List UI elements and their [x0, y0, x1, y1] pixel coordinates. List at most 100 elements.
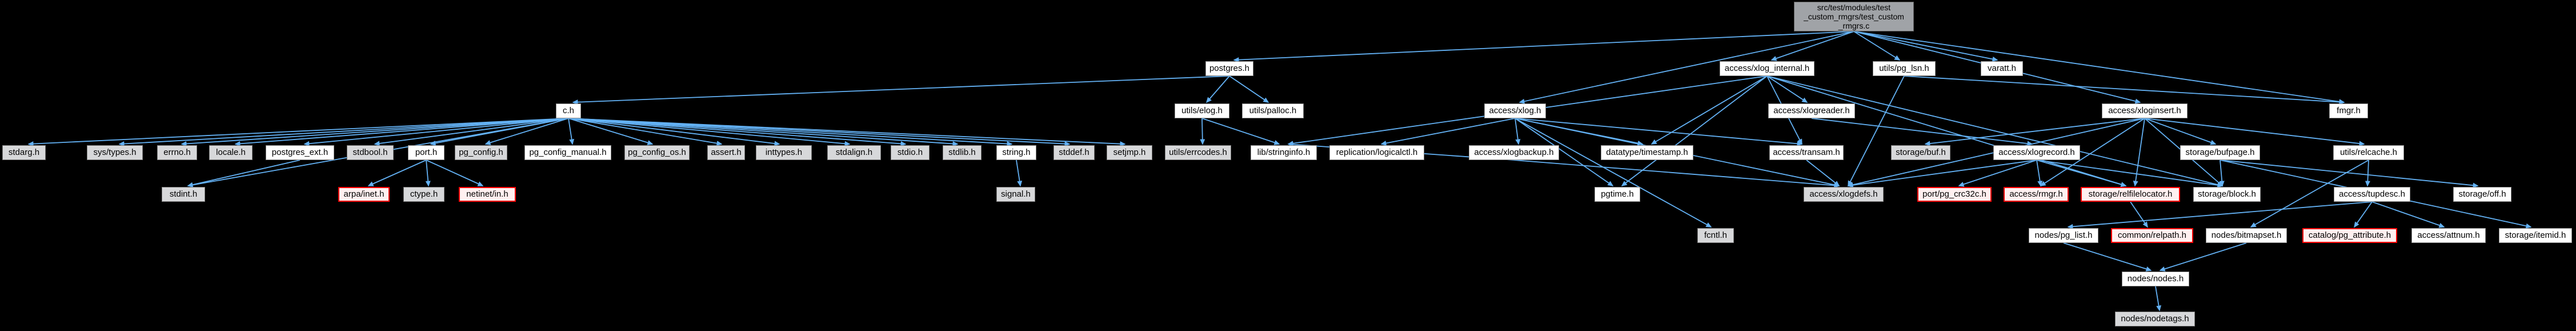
- edge-access_xloginsert-to-storage_buf: [1924, 118, 2145, 146]
- graph-node-replication-logicalctl[interactable]: replication/logicalctl.h: [1329, 145, 1424, 160]
- edge-access_xlog_internal-to-access_xlogreader: [1766, 75, 1808, 103]
- edge-access_xlogrecord-to-access_rmgr: [2036, 159, 2043, 187]
- graph-node-access-xlogreader[interactable]: access/xlogreader.h: [1768, 103, 1855, 118]
- graph-node-postgres-h[interactable]: postgres.h: [1205, 61, 1253, 76]
- graph-node-access-rmgr[interactable]: access/rmgr.h: [2004, 187, 2069, 202]
- edge-access_xloginsert-to-storage_relfilelocator: [2133, 118, 2145, 187]
- graph-node-nodes-bitmapset[interactable]: nodes/bitmapset.h: [2206, 228, 2287, 243]
- graph-node-pg-config[interactable]: pg_config.h: [455, 145, 507, 160]
- edge-c_h-to-stdalign: [568, 118, 851, 146]
- graph-node-nodes-nodes[interactable]: nodes/nodes.h: [2122, 272, 2189, 286]
- graph-node-utils-elog[interactable]: utils/elog.h: [1175, 103, 1229, 118]
- edge-access_xlogreader-to-access_xlogrecord: [1811, 118, 2033, 146]
- edge-access_xlog-to-datatype_timestamp: [1515, 118, 1644, 146]
- graph-node-string[interactable]: string.h: [996, 145, 1036, 160]
- graph-node-access-xlogrecord[interactable]: access/xlogrecord.h: [1993, 145, 2080, 160]
- edge-nodes_nodes-to-nodes_nodetags: [2155, 286, 2162, 312]
- graph-node-fmgr[interactable]: fmgr.h: [2329, 103, 2368, 118]
- graph-node-inttypes[interactable]: inttypes.h: [756, 145, 812, 160]
- graph-node-sys-types[interactable]: sys/types.h: [87, 145, 143, 160]
- graph-node-access-transam[interactable]: access/transam.h: [1769, 145, 1844, 160]
- graph-node-pgtime[interactable]: pgtime.h: [1595, 187, 1640, 202]
- graph-node-storage-relfilelocator[interactable]: storage/relfilelocator.h: [2081, 187, 2180, 202]
- graph-node-storage-bufpage[interactable]: storage/bufpage.h: [2180, 145, 2260, 160]
- graph-node-stdint[interactable]: stdint.h: [162, 187, 205, 202]
- edge-postgres_ext-to-stdint: [187, 159, 301, 188]
- graph-node-utils-pg-lsn[interactable]: utils/pg_lsn.h: [1873, 61, 1936, 76]
- graph-node-storage-itemid[interactable]: storage/itemid.h: [2499, 228, 2572, 243]
- graph-node-pg-config-os[interactable]: pg_config_os.h: [624, 145, 690, 160]
- graph-node-lib-stringinfo[interactable]: lib/stringinfo.h: [1251, 145, 1317, 160]
- graph-node-catalog-pg-attribute[interactable]: catalog/pg_attribute.h: [2302, 228, 2397, 243]
- graph-node-ctype[interactable]: ctype.h: [403, 187, 444, 202]
- graph-node-assert[interactable]: assert.h: [707, 145, 745, 160]
- graph-node-access-attnum[interactable]: access/attnum.h: [2411, 228, 2486, 243]
- graph-node-arpa-inet[interactable]: arpa/inet.h: [338, 187, 390, 202]
- graph-node-c-h[interactable]: c.h: [556, 103, 581, 118]
- graph-node-stdarg[interactable]: stdarg.h: [2, 145, 46, 160]
- edge-c_h-to-postgres_ext: [303, 118, 569, 146]
- graph-node-stdio[interactable]: stdio.h: [891, 145, 930, 160]
- edge-c_h-to-locale: [234, 118, 569, 146]
- graph-node-utils-errcodes[interactable]: utils/errcodes.h: [1165, 145, 1231, 160]
- edge-access_xlog-to-replication_logicalctl: [1380, 118, 1516, 146]
- edge-utils_pg_lsn-to-access_xlogdefs: [1848, 75, 1905, 187]
- edge-access_xlog-to-access_transam: [1515, 118, 1803, 146]
- graph-node-signal[interactable]: signal.h: [996, 187, 1035, 202]
- graph-node-pg-config-manual[interactable]: pg_config_manual.h: [524, 145, 611, 160]
- graph-node-locale[interactable]: locale.h: [209, 145, 253, 160]
- graph-node-access-xlog-internal[interactable]: access/xlog_internal.h: [1720, 61, 1814, 76]
- edge-access_tupdesc-to-access_attnum: [2371, 201, 2445, 228]
- graph-node-access-xlog[interactable]: access/xlog.h: [1484, 103, 1546, 118]
- edge-access_xlog_internal-to-storage_block: [1766, 75, 2224, 188]
- edge-c_h-to-stdio: [568, 118, 907, 146]
- graph-node-port-pg-crc32c[interactable]: port/pg_crc32c.h: [1917, 187, 1992, 202]
- graph-node-stddef[interactable]: stddef.h: [1053, 145, 1095, 160]
- edge-c_h-to-setjmp: [568, 118, 1126, 147]
- graph-node-datatype-timestamp[interactable]: datatype/timestamp.h: [1601, 145, 1693, 160]
- edge-postgres_h-to-c_h: [572, 75, 1230, 105]
- graph-node-setjmp[interactable]: setjmp.h: [1107, 145, 1152, 160]
- edge-root-to-fmgr: [1853, 31, 2345, 105]
- graph-node-access-xlogbackup[interactable]: access/xlogbackup.h: [1469, 145, 1559, 160]
- graph-node-root[interactable]: src/test/modules/test _custom_rmgrs/test…: [1794, 2, 1914, 31]
- edge-access_xlogrecord-to-port_pg_crc32c: [1958, 159, 2037, 187]
- edge-access_xloginsert-to-utils_relcache: [2144, 118, 2365, 146]
- edge-c_h-to-inttypes: [568, 118, 780, 146]
- edge-access_transam-to-access_xlogdefs: [1806, 159, 1840, 186]
- edge-access_xlogrecord-to-access_xlogdefs: [1847, 159, 2037, 188]
- graph-node-access-tupdesc[interactable]: access/tupdesc.h: [2334, 187, 2410, 202]
- edge-c_h-to-assert: [568, 118, 723, 146]
- edge-access_xloginsert-to-access_rmgr: [2040, 118, 2145, 186]
- graph-node-storage-block[interactable]: storage/block.h: [2193, 187, 2261, 202]
- edge-c_h-to-stdlib: [568, 118, 959, 146]
- edge-port-to-arpa_inet: [367, 159, 427, 186]
- graph-node-nodes-pg-list[interactable]: nodes/pg_list.h: [2029, 228, 2098, 243]
- edge-access_xlog_internal-to-pgtime: [1621, 75, 1768, 186]
- edge-access_xlog-to-pgtime: [1515, 118, 1614, 186]
- graph-node-errno[interactable]: errno.h: [157, 145, 197, 160]
- graph-node-port[interactable]: port.h: [408, 145, 444, 160]
- graph-node-stdbool[interactable]: stdbool.h: [347, 145, 394, 160]
- graph-node-storage-off[interactable]: storage/off.h: [2453, 187, 2511, 202]
- graph-node-fcntl[interactable]: fcntl.h: [1697, 228, 1734, 243]
- graph-node-postgres-ext[interactable]: postgres_ext.h: [266, 145, 334, 160]
- graph-node-varatt[interactable]: varatt.h: [1981, 61, 2023, 76]
- graph-node-netinet-in[interactable]: netinet/in.h: [459, 187, 516, 202]
- edge-access_xlog-to-fcntl: [1515, 118, 1712, 228]
- edge-storage_relfilelocator-to-common_relpath: [2130, 201, 2148, 228]
- edge-port-to-netinet_in: [426, 159, 484, 186]
- graph-node-access-xloginsert[interactable]: access/xloginsert.h: [2102, 103, 2188, 118]
- graph-node-stdalign[interactable]: stdalign.h: [827, 145, 881, 160]
- graph-node-utils-palloc[interactable]: utils/palloc.h: [1242, 103, 1304, 118]
- graph-node-common-relpath[interactable]: common/relpath.h: [2111, 228, 2193, 243]
- edge-access_xlogrecord-to-storage_relfilelocator: [2036, 159, 2127, 187]
- graph-node-nodes-nodetags[interactable]: nodes/nodetags.h: [2115, 312, 2195, 326]
- edge-access_xlog_internal-to-storage_relfilelocator: [1766, 75, 2127, 187]
- graph-node-stdlib[interactable]: stdlib.h: [943, 145, 981, 160]
- edge-utils_pg_lsn-to-fmgr: [1904, 75, 2345, 105]
- graph-node-utils-relcache[interactable]: utils/relcache.h: [2333, 145, 2404, 160]
- graph-node-storage-buf[interactable]: storage/buf.h: [1891, 145, 1950, 160]
- graph-node-access-xlogdefs[interactable]: access/xlogdefs.h: [1804, 187, 1884, 202]
